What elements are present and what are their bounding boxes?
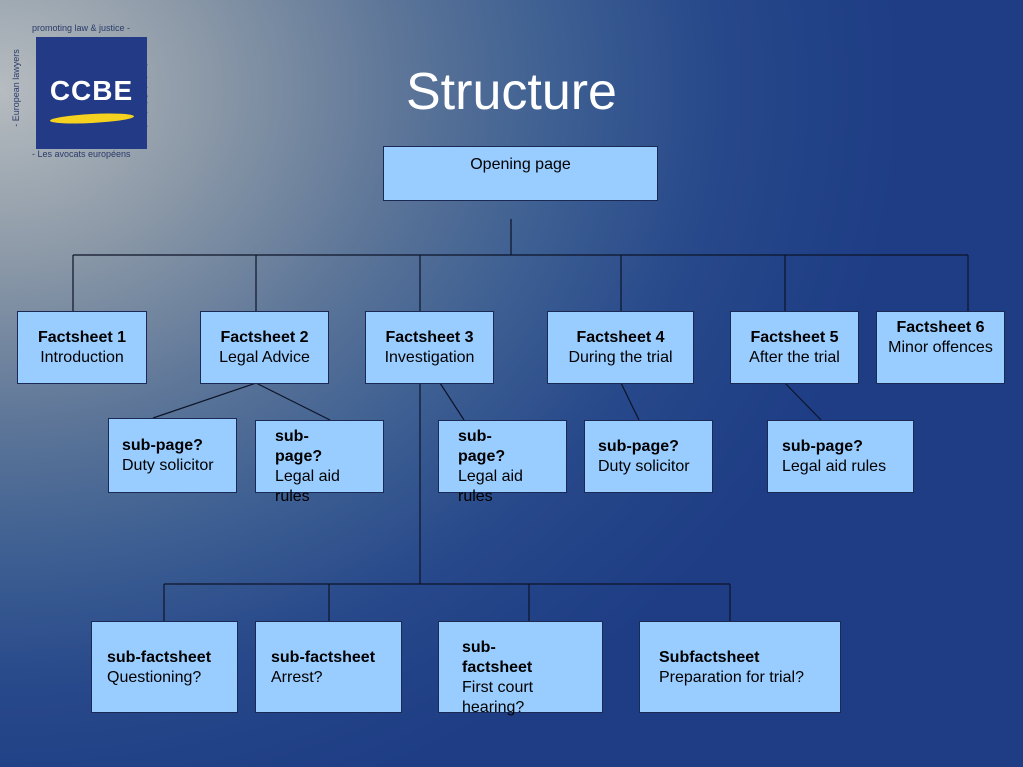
page-title: Structure: [406, 63, 617, 121]
subfactsheet-4-subtitle: Preparation for trial?: [659, 669, 804, 686]
subfactsheet-questioning-box: sub-factsheet Questioning?: [91, 621, 238, 713]
factsheet-5-subtitle: After the trial: [749, 349, 840, 366]
subpage-5-title: sub-page?: [782, 438, 863, 455]
subfactsheet-arrest-box: sub-factsheet Arrest?: [255, 621, 402, 713]
subpage-legal-aid-1-box: sub-page? Legal aid rules: [255, 420, 384, 505]
factsheet-5-title: Factsheet 5: [750, 329, 839, 346]
connector-fs5-subpage: [784, 382, 822, 421]
factsheet-1-box: Factsheet 1 Introduction: [17, 311, 147, 384]
subpage-1-title: sub-page?: [122, 437, 203, 454]
subpage-4-subtitle: Duty solicitor: [598, 458, 690, 475]
factsheet-3-title: Factsheet 3: [385, 329, 474, 346]
logo-bottom-text: - Les avocats européens: [32, 149, 131, 159]
subfactsheet-3-subtitle: First court hearing?: [462, 679, 534, 716]
subpage-2-title: sub-page?: [275, 428, 323, 465]
subpage-2-subtitle: Legal aid rules: [275, 468, 340, 505]
connector-fs3-subpage: [439, 382, 465, 421]
subfactsheet-3-title: sub-factsheet: [462, 639, 533, 676]
factsheet-3-subtitle: Investigation: [384, 349, 475, 366]
connector-fs2-subpage-1: [152, 382, 257, 419]
factsheet-6-subtitle: Minor offences: [888, 339, 993, 356]
factsheet-4-subtitle: During the trial: [568, 349, 673, 366]
factsheet-6-title: Factsheet 6: [896, 319, 985, 336]
opening-page-box: Opening page: [383, 146, 658, 201]
connector-fs2-subpage-2: [255, 382, 331, 421]
ccbe-logo: promoting law & justice - - European law…: [11, 22, 165, 162]
factsheet-4-box: Factsheet 4 During the trial: [547, 311, 694, 384]
subfactsheet-1-subtitle: Questioning?: [107, 669, 202, 686]
subpage-3-subtitle: Legal aid rules: [458, 468, 523, 505]
subpage-legal-aid-2-box: sub-page? Legal aid rules: [438, 420, 567, 505]
subpage-4-title: sub-page?: [598, 438, 679, 455]
logo-top-text: promoting law & justice -: [32, 23, 131, 33]
subfactsheet-4-title: Subfactsheet: [659, 649, 760, 666]
factsheet-2-title: Factsheet 2: [220, 329, 309, 346]
subfactsheet-2-subtitle: Arrest?: [271, 669, 323, 686]
opening-page-label: Opening page: [470, 156, 571, 173]
subpage-3-title: sub-page?: [458, 428, 506, 465]
connector-fs4-subpage: [620, 382, 640, 421]
factsheet-4-title: Factsheet 4: [576, 329, 665, 346]
subpage-duty-solicitor-1-box: sub-page? Duty solicitor: [108, 418, 237, 493]
factsheet-5-box: Factsheet 5 After the trial: [730, 311, 859, 384]
subpage-duty-solicitor-2-box: sub-page? Duty solicitor: [584, 420, 713, 493]
logo-brand: CCBE: [49, 75, 134, 106]
subfactsheet-2-title: sub-factsheet: [271, 649, 376, 666]
logo-box: CCBE: [36, 37, 147, 149]
factsheet-2-box: Factsheet 2 Legal Advice: [200, 311, 329, 384]
factsheet-3-box: Factsheet 3 Investigation: [365, 311, 494, 384]
factsheet-1-subtitle: Introduction: [40, 349, 124, 366]
subpage-5-subtitle: Legal aid rules: [782, 458, 887, 475]
subfactsheet-preparation-box: Subfactsheet Preparation for trial?: [639, 621, 841, 713]
subpage-legal-aid-3-box: sub-page? Legal aid rules: [767, 420, 914, 493]
subfactsheet-1-title: sub-factsheet: [107, 649, 212, 666]
subfactsheet-first-court-hearing-box: sub-factsheet First court hearing?: [438, 621, 603, 716]
factsheet-2-subtitle: Legal Advice: [219, 349, 310, 366]
factsheet-6-box: Factsheet 6 Minor offences: [876, 311, 1005, 384]
subpage-1-subtitle: Duty solicitor: [122, 457, 214, 474]
factsheet-1-title: Factsheet 1: [37, 329, 127, 346]
